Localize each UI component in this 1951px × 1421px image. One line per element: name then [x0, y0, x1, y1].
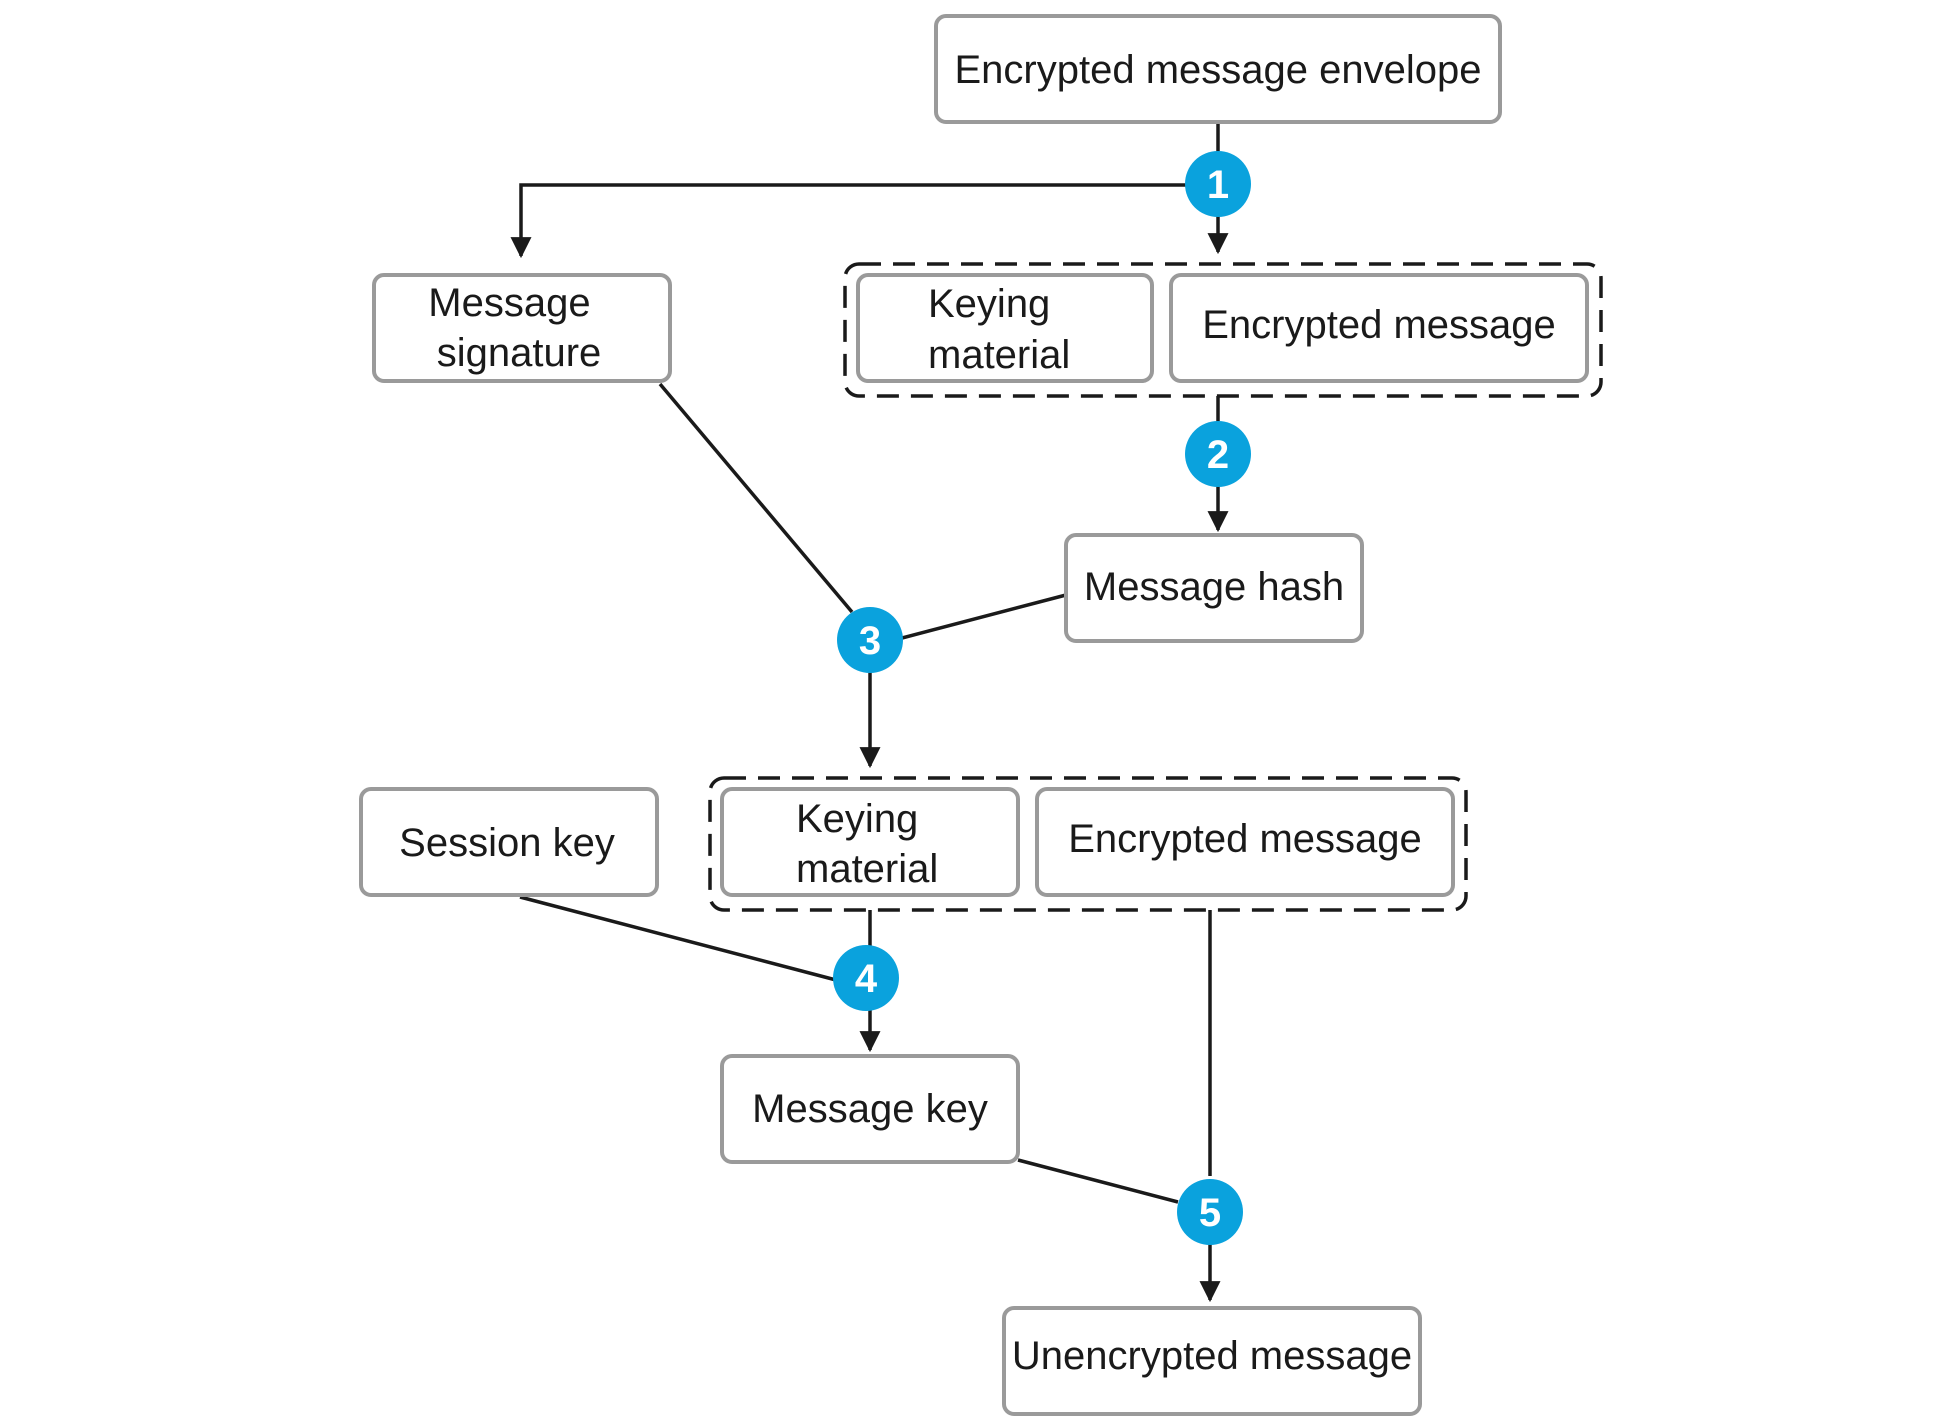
keying-encrypted-group-1 — [843, 262, 1603, 398]
svg-text:Message signature: Message signature — [428, 281, 601, 375]
keying-material-box-1 — [856, 273, 1154, 383]
svg-text:Encrypted message: Encrypted message — [1068, 817, 1422, 861]
unencrypted-message-box — [1002, 1306, 1422, 1416]
keying-material-2-label-line-1: Keying — [796, 797, 918, 841]
step-1-badge: 1 — [1185, 151, 1251, 217]
signature-label-line-2: signature — [437, 331, 602, 375]
svg-text:Message hash: Message hash — [1084, 565, 1344, 609]
envelope-label-line-1: Encrypted message envelope — [955, 48, 1482, 92]
svg-text:Encrypted message: Encrypted message — [1202, 303, 1556, 347]
session-key-node: Session key — [359, 787, 659, 897]
envelope-node: Encrypted message envelope — [934, 14, 1502, 124]
keying-encrypted-group-2 — [708, 776, 1468, 912]
edge-hash-to-step3 — [901, 593, 1067, 640]
svg-text:Message key: Message key — [752, 1087, 988, 1131]
keying-material-2-label-line-2: material — [796, 847, 938, 891]
keying-material-node-1: Keying material — [856, 273, 1154, 383]
step-5-circle — [1177, 1179, 1243, 1245]
svg-text:Keying material: Keying material — [796, 797, 938, 891]
message-hash-label: Message hash — [1084, 565, 1344, 609]
unencrypted-message-node: Unencrypted message — [1002, 1306, 1422, 1416]
step-1-number: 1 — [1207, 163, 1229, 207]
step-5-number: 5 — [1199, 1191, 1221, 1235]
session-key-box — [359, 787, 659, 897]
step-1-circle — [1185, 151, 1251, 217]
svg-text:Keying material: Keying material — [928, 282, 1070, 377]
encrypted-message-node-1: Encrypted message — [1169, 273, 1589, 383]
edge-message-key-to-step5 — [1017, 1158, 1179, 1204]
keying-material-box-2 — [720, 787, 1020, 897]
step-4-number: 4 — [855, 957, 878, 1001]
step-3-number: 3 — [859, 619, 881, 663]
svg-text:Encrypted message envelope: Encrypted message envelope — [955, 48, 1482, 92]
message-key-box — [720, 1054, 1020, 1164]
step-3-circle — [837, 607, 903, 673]
connectors — [510, 122, 1229, 1303]
keying-material-1-label-line-2: material — [928, 333, 1070, 377]
step-2-circle — [1185, 421, 1251, 487]
session-key-label: Session key — [399, 821, 615, 865]
edge-session-to-step4 — [519, 895, 837, 982]
step-3-badge: 3 — [837, 607, 903, 673]
step-5-badge: 5 — [1177, 1179, 1243, 1245]
encrypted-message-box-2 — [1035, 787, 1455, 897]
step-4-circle — [833, 945, 899, 1011]
signature-label-line-1: Message — [428, 281, 590, 325]
step-4-badge: 4 — [833, 945, 899, 1011]
step-2-number: 2 — [1207, 433, 1229, 477]
encrypted-message-node-2: Encrypted message — [1035, 787, 1455, 897]
keying-material-1-label-line-1: Keying — [928, 282, 1050, 326]
signature-box — [372, 273, 672, 383]
svg-text:Session key: Session key — [399, 821, 615, 865]
encrypted-message-1-label: Encrypted message — [1202, 303, 1556, 347]
edge-step1-to-signature — [510, 183, 1186, 259]
unencrypted-message-label: Unencrypted message — [1012, 1334, 1412, 1378]
encrypted-message-box-1 — [1169, 273, 1589, 383]
edge-signature-to-step3 — [658, 382, 854, 614]
message-hash-node: Message hash — [1064, 533, 1364, 643]
step-2-badge: 2 — [1185, 421, 1251, 487]
message-hash-box — [1064, 533, 1364, 643]
message-key-node: Message key — [720, 1054, 1020, 1164]
signature-node: Message signature — [372, 273, 672, 383]
svg-text:Unencrypted message: Unencrypted message — [1012, 1334, 1412, 1378]
keying-material-node-2: Keying material — [720, 787, 1020, 897]
envelope-box — [934, 14, 1502, 124]
message-key-label: Message key — [752, 1087, 988, 1131]
encrypted-message-2-label: Encrypted message — [1068, 817, 1422, 861]
